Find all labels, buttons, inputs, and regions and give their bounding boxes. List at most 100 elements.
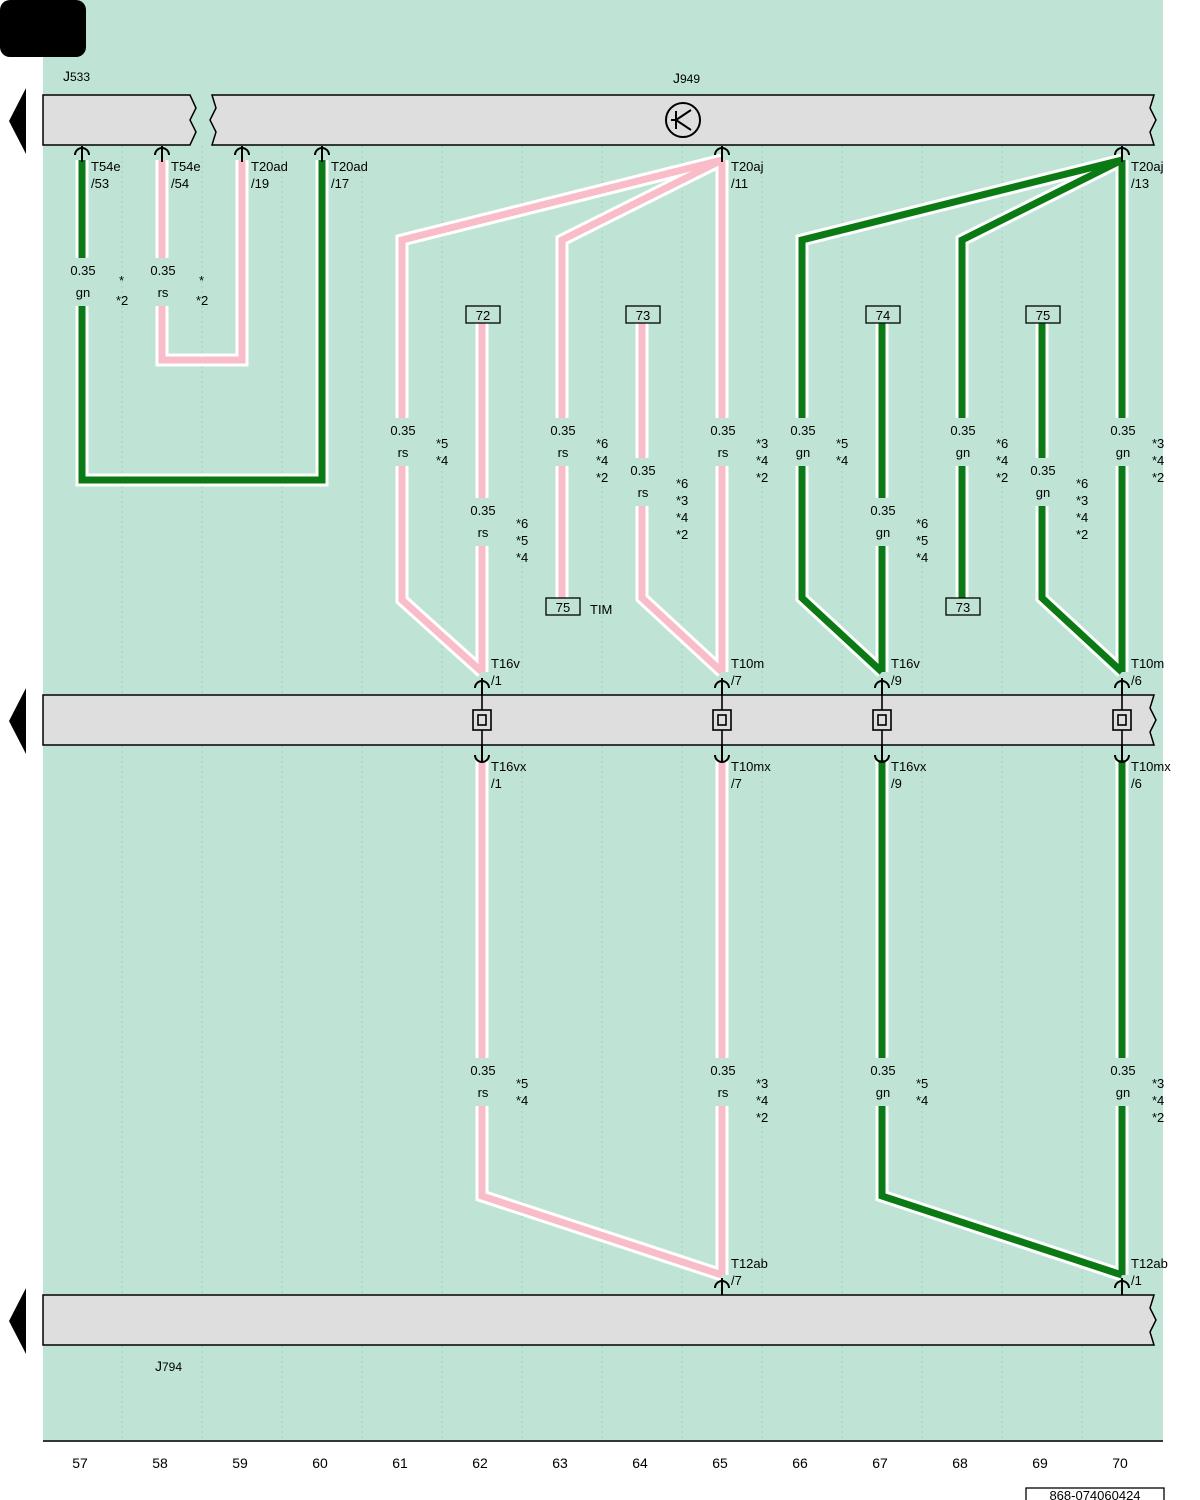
pin-name: T16vx: [891, 759, 927, 774]
wire-note: *2: [996, 470, 1008, 485]
pin-name: T20aj: [1131, 159, 1164, 174]
column-number: 69: [1032, 1455, 1048, 1471]
reference-number: 74: [876, 308, 890, 323]
pin-name: T16v: [491, 656, 520, 671]
wire-note: *4: [756, 453, 768, 468]
component-label-j794: J794: [155, 1358, 182, 1374]
column-number: 67: [872, 1455, 888, 1471]
column-number: 70: [1112, 1455, 1128, 1471]
pin-number: /1: [491, 776, 502, 791]
pin-number: /17: [331, 176, 349, 191]
pin-number: /54: [171, 176, 189, 191]
wire-color: gn: [956, 445, 970, 460]
wire-note: *6: [1076, 476, 1088, 491]
wire-size: 0.35: [550, 423, 575, 438]
pin-number: /9: [891, 673, 902, 688]
wire-color: rs: [398, 445, 409, 460]
pin-name: T12ab: [1131, 1256, 1168, 1271]
wire-note: *3: [676, 493, 688, 508]
wire-note: *2: [116, 293, 128, 308]
wire-note: *4: [1152, 1093, 1164, 1108]
pin-name: T54e: [91, 159, 121, 174]
wire-note: *5: [516, 1076, 528, 1091]
wire-note: *4: [596, 453, 608, 468]
pin-number: /1: [1131, 1273, 1142, 1288]
column-gridlines: [121, 146, 1083, 1440]
wire-color: gn: [876, 525, 890, 540]
pin-number: /53: [91, 176, 109, 191]
wire-note: *6: [516, 516, 528, 531]
column-number: 64: [632, 1455, 648, 1471]
wire-note: *4: [756, 1093, 768, 1108]
wire-note: *5: [916, 533, 928, 548]
pin-name: T20ad: [251, 159, 288, 174]
continuation-arrow-icon: [9, 688, 26, 754]
wire-size: 0.35: [1110, 1063, 1135, 1078]
wire-size: 0.35: [1030, 463, 1055, 478]
wire-note: *6: [996, 436, 1008, 451]
wire-size: 0.35: [710, 423, 735, 438]
wire-size: 0.35: [790, 423, 815, 438]
connector-symbols: [74, 146, 1132, 1295]
pin-name: T10mx: [1131, 759, 1171, 774]
wire-note: *2: [676, 527, 688, 542]
wire-note: *3: [1076, 493, 1088, 508]
wire-note: *4: [516, 1093, 528, 1108]
component-bar-middle: [42, 694, 1157, 746]
wire-note: *3: [1152, 1076, 1164, 1091]
wire-note: *: [199, 273, 204, 288]
wire-note: *2: [196, 293, 208, 308]
wire-color: gn: [876, 1085, 890, 1100]
column-number: 61: [392, 1455, 408, 1471]
wire-note: *4: [836, 453, 848, 468]
wire-note: *5: [916, 1076, 928, 1091]
component-bar-j794: [42, 1294, 1157, 1346]
component-label-j949: J949: [673, 70, 700, 86]
column-number: 62: [472, 1455, 488, 1471]
wire-note: *2: [756, 470, 768, 485]
pin-labels: T54e /53 T54e /54 T20ad /19 T20ad /17 T2…: [91, 159, 1171, 1288]
wire-color: gn: [76, 285, 90, 300]
column-number: 63: [552, 1455, 568, 1471]
component-bar-j533: [42, 94, 197, 146]
wire-size: 0.35: [950, 423, 975, 438]
column-number: 59: [232, 1455, 248, 1471]
wire-note: *6: [916, 516, 928, 531]
wire-note: *4: [996, 453, 1008, 468]
page-tab: [0, 0, 86, 57]
pin-number: /7: [731, 776, 742, 791]
wire-note: *2: [756, 1110, 768, 1125]
wire-note: *3: [756, 436, 768, 451]
wire-color: rs: [718, 445, 729, 460]
wire-size: 0.35: [470, 1063, 495, 1078]
wire-color: gn: [1036, 485, 1050, 500]
wire-note: *: [119, 273, 124, 288]
wire-size: 0.35: [150, 263, 175, 278]
wire-note: *4: [436, 453, 448, 468]
pin-name: T20aj: [731, 159, 764, 174]
wire-color: rs: [158, 285, 169, 300]
pin-name: T20ad: [331, 159, 368, 174]
wire-note: *2: [596, 470, 608, 485]
wire-color: rs: [478, 525, 489, 540]
component-bar-j949: [209, 94, 1157, 146]
continuation-arrow-icon: [9, 88, 26, 154]
pin-name: T12ab: [731, 1256, 768, 1271]
wire-size: 0.35: [710, 1063, 735, 1078]
column-number: 65: [712, 1455, 728, 1471]
wire-color: gn: [1116, 1085, 1130, 1100]
pin-number: /6: [1131, 776, 1142, 791]
wire-note: *3: [756, 1076, 768, 1091]
wire-labels: 0.35 gn 0.35 rs 0.35 rs 0.35 rs 0.35 rs …: [66, 258, 1164, 1125]
doc-number-box: [1025, 1487, 1165, 1500]
wire-size: 0.35: [390, 423, 415, 438]
doc-number: 868-074060424: [1049, 1488, 1140, 1500]
reference-number: 75: [1036, 308, 1050, 323]
pin-name: T10m: [1131, 656, 1164, 671]
wire-note: *4: [516, 550, 528, 565]
wire-note: *6: [676, 476, 688, 491]
component-label-j533: J533: [63, 68, 90, 84]
wire-color: rs: [718, 1085, 729, 1100]
column-number: 60: [312, 1455, 328, 1471]
wire-note: *5: [436, 436, 448, 451]
